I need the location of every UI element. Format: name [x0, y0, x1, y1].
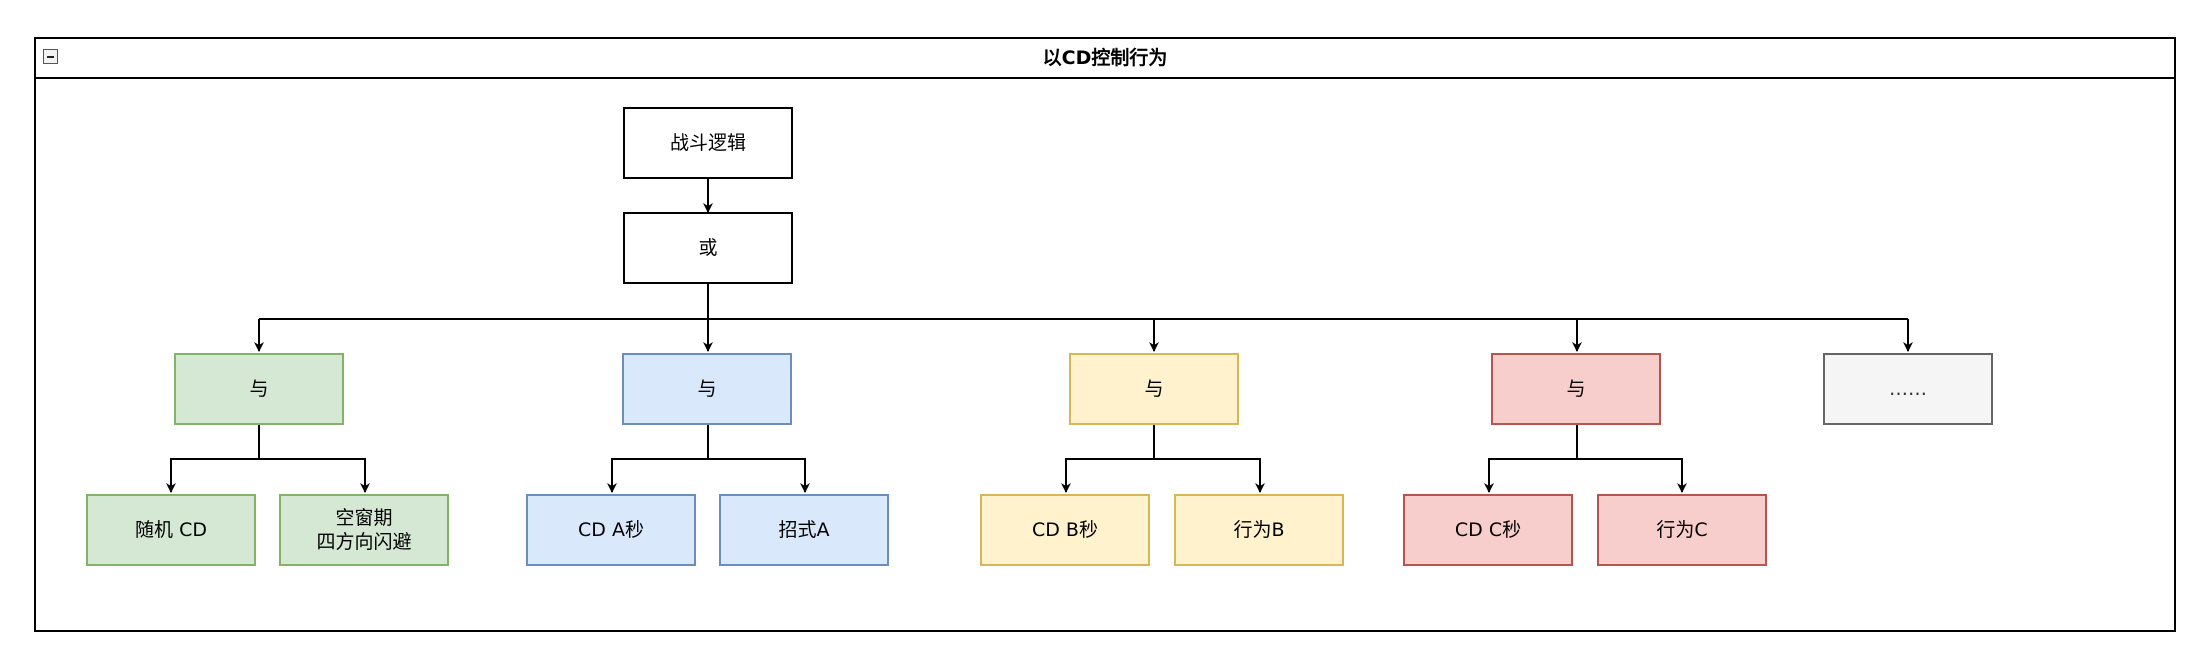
- node-action-b[interactable]: 行为B: [1174, 494, 1344, 566]
- node-and-red[interactable]: 与: [1491, 353, 1661, 425]
- minus-box-icon[interactable]: [43, 49, 58, 64]
- node-gap-dodge[interactable]: 空窗期 四方向闪避: [279, 494, 449, 566]
- node-move-a[interactable]: 招式A: [719, 494, 889, 566]
- edge-green-trunk: [166, 425, 260, 493]
- node-cd-a[interactable]: CD A秒: [526, 494, 696, 566]
- edge-blue-trunk: [607, 425, 709, 493]
- node-cd-c[interactable]: CD C秒: [1403, 494, 1573, 566]
- node-cd-b[interactable]: CD B秒: [980, 494, 1150, 566]
- node-action-c[interactable]: 行为C: [1597, 494, 1767, 566]
- node-or[interactable]: 或: [623, 212, 793, 284]
- node-and-yellow[interactable]: 与: [1069, 353, 1239, 425]
- edge-yellow-right: [1154, 458, 1265, 493]
- node-battle-logic[interactable]: 战斗逻辑: [623, 107, 793, 179]
- diagram-container: 以CD控制行为: [34, 37, 2176, 632]
- edge-red-trunk: [1484, 425, 1578, 493]
- edge-blue-right: [708, 458, 810, 493]
- container-title: 以CD控制行为: [1042, 47, 1168, 69]
- node-and-blue[interactable]: 与: [622, 353, 792, 425]
- node-more[interactable]: ……: [1823, 353, 1993, 425]
- node-and-green[interactable]: 与: [174, 353, 344, 425]
- container-header: 以CD控制行为: [36, 39, 2174, 79]
- edge-green-right: [259, 458, 370, 493]
- edge-red-right: [1577, 458, 1687, 493]
- node-random-cd[interactable]: 随机 CD: [86, 494, 256, 566]
- edge-yellow-trunk: [1061, 425, 1155, 493]
